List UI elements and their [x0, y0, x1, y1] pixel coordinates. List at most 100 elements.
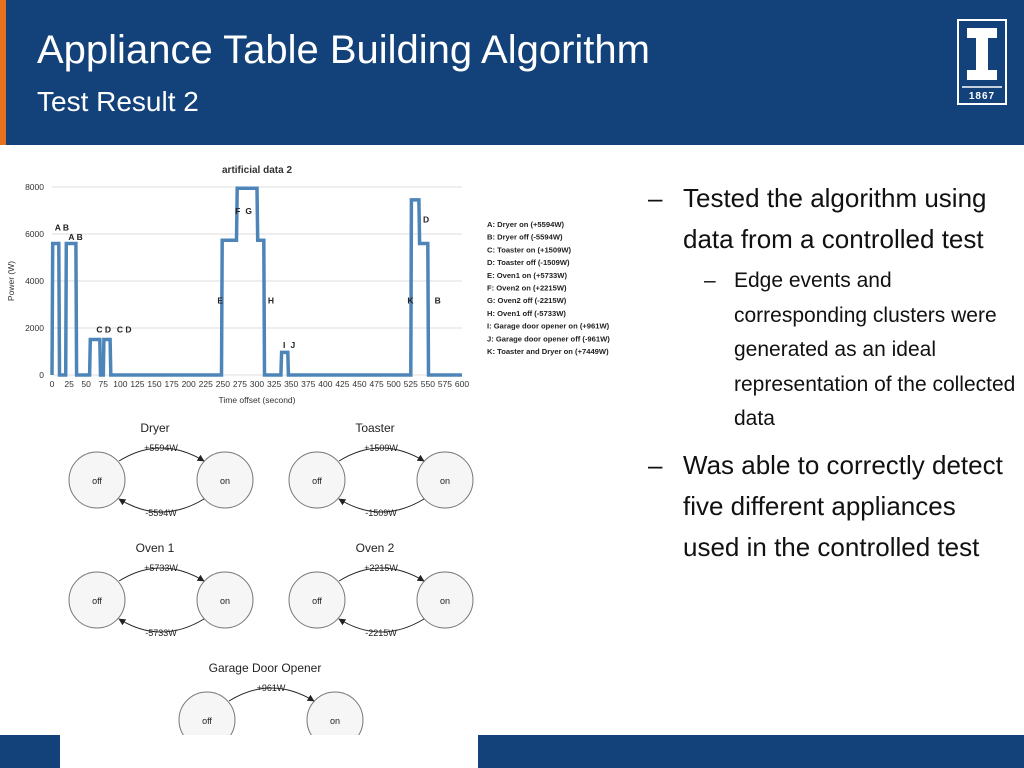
- bullet-dash: –: [704, 269, 716, 292]
- transition-on-arrow: [118, 567, 205, 582]
- legend-entry: D: Toaster off (-1509W): [487, 258, 570, 267]
- state-on-label: on: [440, 596, 450, 606]
- state-off-label: off: [92, 476, 102, 486]
- state-off-label: off: [92, 596, 102, 606]
- legend-entry: K: Toaster and Dryer on (+7449W): [487, 347, 609, 356]
- logo-frame: [957, 19, 1007, 105]
- state-diagram: Oven 2 off on +2215W -2215W: [288, 541, 474, 638]
- state-on-node: [416, 451, 474, 509]
- legend-entry: G: Oven2 off (-2215W): [487, 296, 567, 305]
- legend-entry: C: Toaster on (+1509W): [487, 245, 572, 254]
- state-off-node: [288, 571, 346, 629]
- bullet-level2: –Edge events and corresponding clusters …: [648, 264, 1018, 437]
- event-annotation: C D: [96, 325, 111, 335]
- transition-on-arrow: [338, 447, 425, 462]
- slide-header: [0, 0, 1024, 145]
- event-annotation: D: [423, 214, 429, 224]
- legend-entry: I: Garage door opener on (+961W): [487, 322, 610, 331]
- slide-title: Appliance Table Building Algorithm: [37, 28, 650, 72]
- bullet-text: Was able to correctly detect five differ…: [683, 449, 1003, 562]
- block-i-icon: [967, 28, 997, 80]
- slide-subtitle: Test Result 2: [37, 86, 199, 117]
- state-off-label: off: [312, 476, 322, 486]
- state-off-label: off: [202, 716, 212, 726]
- state-on-node: [196, 451, 254, 509]
- logo-year: 1867: [969, 91, 995, 102]
- x-tick-label: 75: [99, 379, 109, 389]
- y-tick-label: 2000: [25, 323, 44, 333]
- bullet-level1: –Tested the algorithm using data from a …: [648, 178, 1018, 260]
- transition-on-label: +961W: [257, 683, 286, 693]
- legend-entry: F: Oven2 on (+2215W): [487, 284, 567, 293]
- x-tick-label: 350: [284, 379, 298, 389]
- event-annotation: K: [407, 295, 414, 305]
- state-on-node: [196, 571, 254, 629]
- x-tick-label: 500: [387, 379, 401, 389]
- appliance-name: Oven 2: [356, 541, 395, 555]
- bullet-list: –Tested the algorithm using data from a …: [648, 178, 1018, 572]
- x-tick-label: 425: [335, 379, 349, 389]
- bullet-dash: –: [648, 449, 663, 480]
- bullet-text: Tested the algorithm using data from a c…: [683, 183, 987, 254]
- appliance-name: Toaster: [355, 421, 394, 435]
- transition-off-label: -5594W: [145, 508, 177, 518]
- bullet-dash: –: [648, 183, 663, 213]
- y-tick-label: 8000: [25, 182, 44, 192]
- state-off-node: [68, 571, 126, 629]
- x-tick-label: 525: [404, 379, 418, 389]
- x-tick-label: 400: [318, 379, 332, 389]
- transition-off-arrow: [338, 498, 425, 513]
- legend-entry: B: Dryer off (-5594W): [487, 233, 563, 242]
- event-annotation: B: [435, 295, 441, 305]
- legend-entry: A: Dryer on (+5594W): [487, 220, 564, 229]
- x-tick-label: 50: [81, 379, 91, 389]
- university-logo: 1867: [957, 19, 1007, 105]
- transition-on-label: +5594W: [144, 443, 178, 453]
- transition-off-arrow: [338, 618, 425, 633]
- chart-y-axis-label: Power (W): [6, 261, 16, 301]
- state-off-node: [68, 451, 126, 509]
- appliance-name: Dryer: [140, 421, 169, 435]
- x-tick-label: 25: [64, 379, 74, 389]
- x-tick-label: 300: [250, 379, 264, 389]
- x-tick-label: 175: [164, 379, 178, 389]
- x-tick-label: 125: [130, 379, 144, 389]
- legend-entry: E: Oven1 on (+5733W): [487, 271, 567, 280]
- x-tick-label: 150: [147, 379, 161, 389]
- transition-on-arrow: [118, 447, 205, 462]
- transition-off-label: -2215W: [365, 628, 397, 638]
- bullet-text: Edge events and corresponding clusters w…: [734, 269, 1016, 430]
- event-annotation: H: [268, 295, 274, 305]
- x-tick-label: 0: [50, 379, 55, 389]
- footer-gap: [60, 735, 478, 768]
- state-on-label: on: [220, 596, 230, 606]
- x-tick-label: 250: [216, 379, 230, 389]
- x-tick-label: 100: [113, 379, 127, 389]
- transition-off-arrow: [118, 498, 205, 513]
- x-tick-label: 600: [455, 379, 469, 389]
- appliance-name: Garage Door Opener: [209, 661, 322, 675]
- legend-entry: H: Oven1 off (-5733W): [487, 309, 566, 318]
- state-on-label: on: [220, 476, 230, 486]
- chart-title: artificial data 2: [222, 165, 292, 176]
- x-tick-label: 325: [267, 379, 281, 389]
- event-annotation: F: [235, 206, 240, 216]
- event-annotation: C D: [117, 325, 132, 335]
- power-series-line: [50, 186, 462, 377]
- transition-on-arrow: [228, 687, 315, 702]
- legend-entry: J: Garage door opener off (-961W): [487, 334, 610, 343]
- state-on-label: on: [330, 716, 340, 726]
- x-tick-label: 575: [438, 379, 452, 389]
- chart-x-axis-label: Time offset (second): [218, 395, 295, 405]
- x-tick-label: 450: [352, 379, 366, 389]
- x-tick-label: 225: [199, 379, 213, 389]
- transition-on-label: +2215W: [364, 563, 398, 573]
- state-off-label: off: [312, 596, 322, 606]
- y-tick-label: 0: [39, 370, 44, 380]
- y-tick-label: 4000: [25, 276, 44, 286]
- state-on-label: on: [440, 476, 450, 486]
- x-tick-label: 550: [421, 379, 435, 389]
- event-annotation: J: [290, 340, 295, 350]
